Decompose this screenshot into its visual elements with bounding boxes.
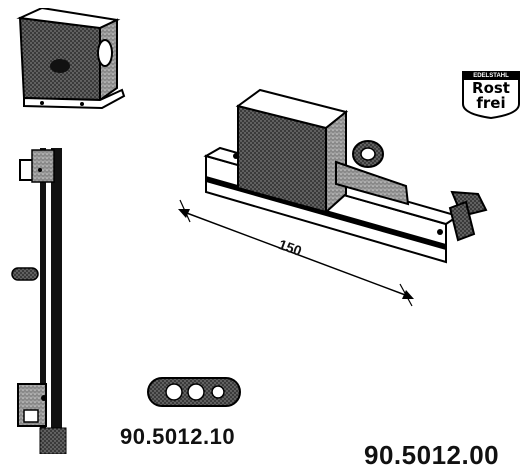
- part-number-main: 90.5012.00: [364, 440, 500, 470]
- part-number-small: 90.5012.10: [120, 424, 236, 449]
- small-part-illustration: [147, 377, 241, 407]
- badge-line-3: frei: [476, 94, 506, 112]
- stainless-steel-badge: EDELSTAHL Rost frei: [461, 70, 521, 120]
- dimension-arrow: [178, 199, 414, 307]
- badge-line-1: EDELSTAHL: [473, 73, 509, 79]
- rail-left-illustration: [11, 148, 67, 454]
- bracket-top-left-illustration: [16, 8, 126, 110]
- badge-line-2: Rost: [472, 79, 510, 97]
- latch-assembly-illustration: [203, 88, 488, 264]
